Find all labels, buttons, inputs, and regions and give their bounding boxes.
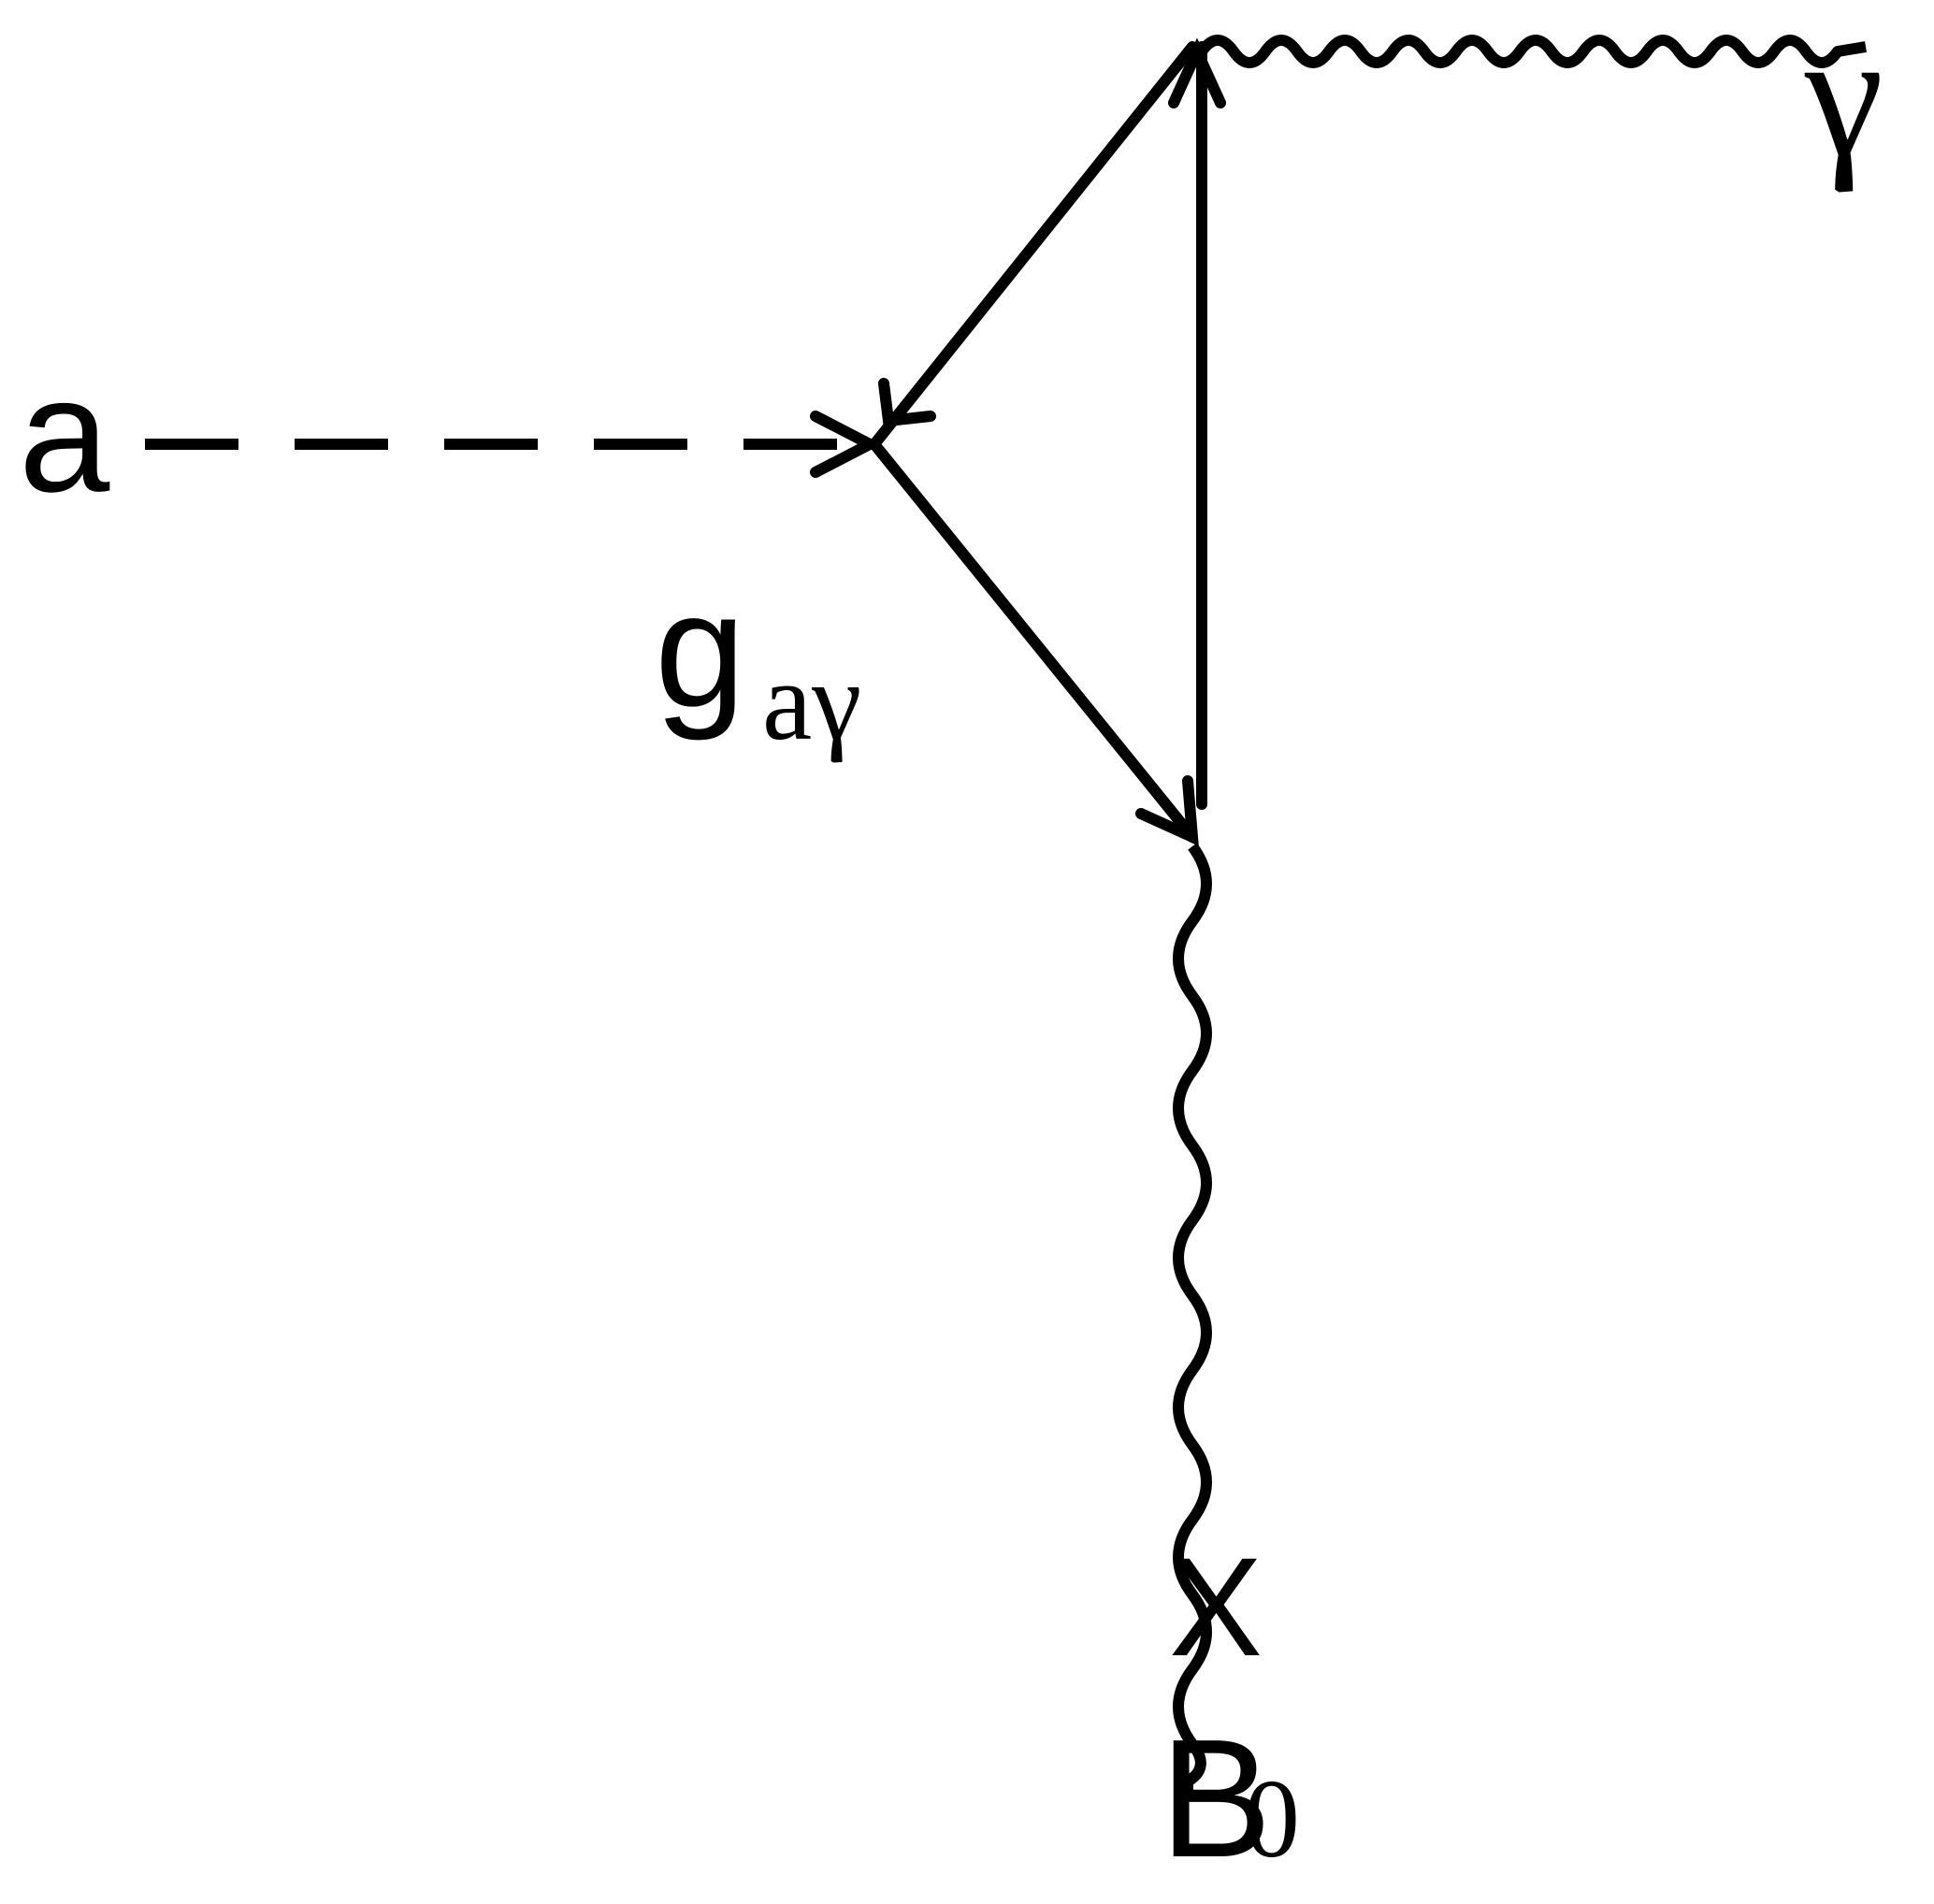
field-label: B	[1160, 1705, 1272, 1893]
axion-label: a	[19, 344, 110, 526]
loop-lower-arrowhead	[1135, 775, 1199, 846]
loop-vertical-arrowhead	[1168, 37, 1226, 108]
loop-upper-edge	[869, 41, 1198, 450]
field-cross-label: X	[1169, 1528, 1263, 1685]
coupling-label: g	[655, 559, 745, 742]
loop-lower-edge	[869, 439, 1198, 843]
loop-upper-arrowhead	[878, 378, 936, 427]
coupling-subscript: aγ	[762, 639, 861, 763]
field-subscript: 0	[1244, 1756, 1300, 1881]
photon-wavy-line	[1197, 35, 1867, 68]
field-wavy-line	[1173, 843, 1212, 1800]
photon-label: γ	[1804, 0, 1883, 194]
